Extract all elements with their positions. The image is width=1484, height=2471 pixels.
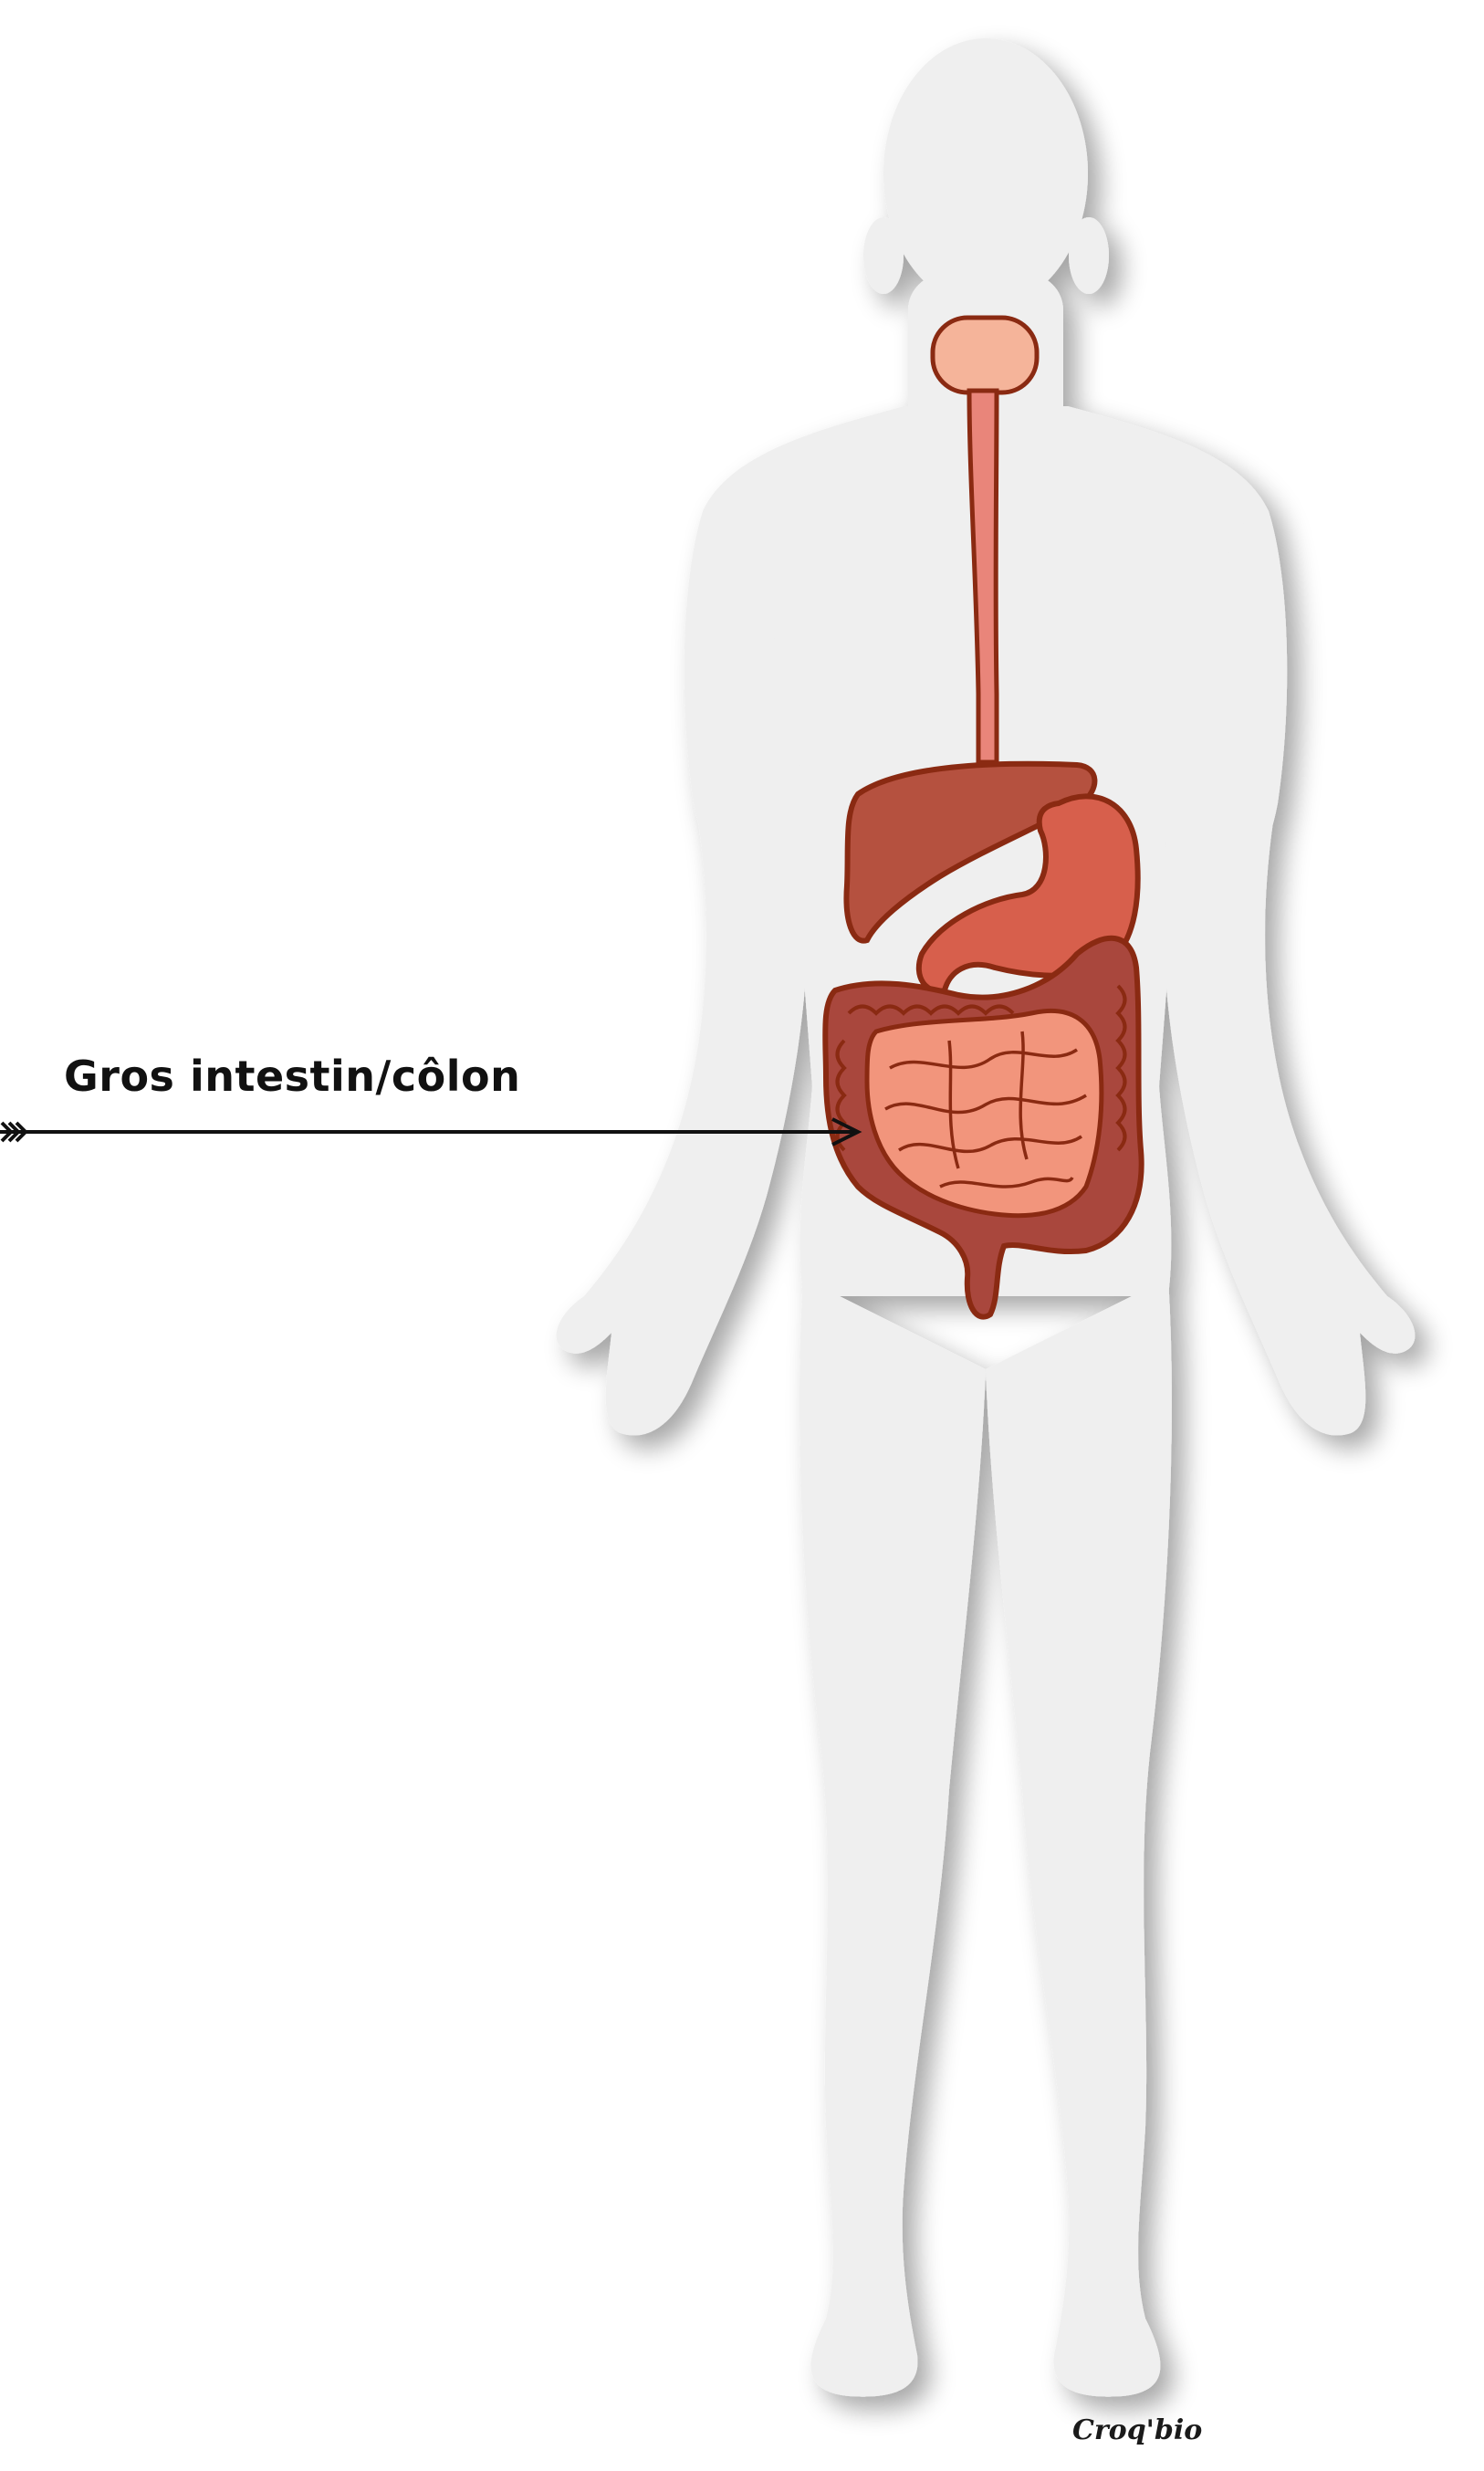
left-arm [556, 511, 809, 1436]
liver [843, 760, 1098, 944]
organ-label: Gros intestin/côlon [64, 1052, 521, 1101]
head [883, 38, 1088, 309]
left-leg [799, 1278, 986, 2397]
small-intestine-loops [884, 1031, 1087, 1188]
brand-logo: Croq'bio [1072, 2414, 1203, 2446]
right-ear [1069, 217, 1109, 294]
pointer-arrow [0, 1117, 862, 1147]
mouth-organ [930, 315, 1040, 395]
right-leg [986, 1278, 1172, 2397]
left-ear [863, 217, 904, 294]
right-arm [1163, 511, 1416, 1436]
stomach [915, 793, 1141, 994]
